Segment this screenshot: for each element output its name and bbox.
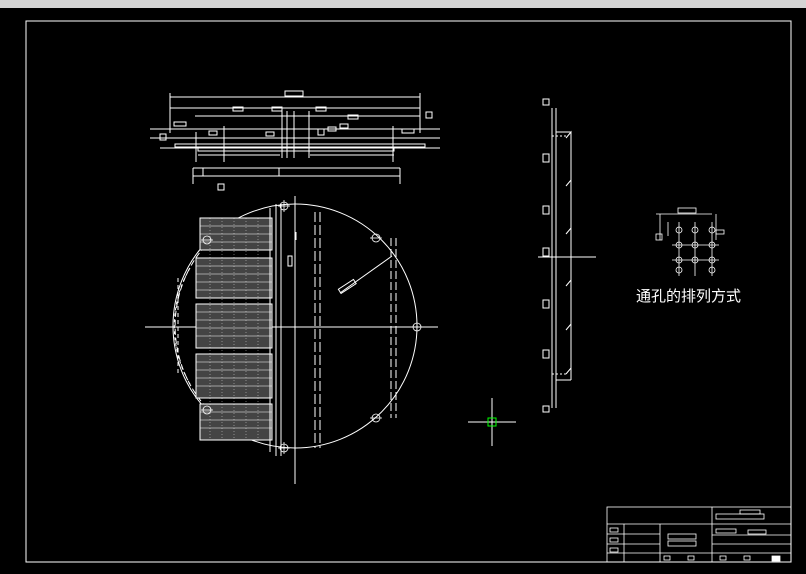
cad-drawing-canvas[interactable]: 通孔的排列方式 [0, 8, 806, 574]
hole-pattern-detail [655, 207, 725, 276]
section-view-top [150, 90, 440, 191]
crosshair-cursor-icon [468, 398, 516, 446]
side-elevation-view [538, 98, 596, 413]
tray-plan-view [145, 196, 438, 484]
title-block [606, 506, 792, 563]
drawing-sheet [25, 20, 792, 563]
sheet-border [25, 20, 792, 563]
perforated-panels [195, 217, 273, 441]
hole-arrangement-label: 通孔的排列方式 [636, 287, 742, 305]
window-title-bar [0, 0, 806, 8]
